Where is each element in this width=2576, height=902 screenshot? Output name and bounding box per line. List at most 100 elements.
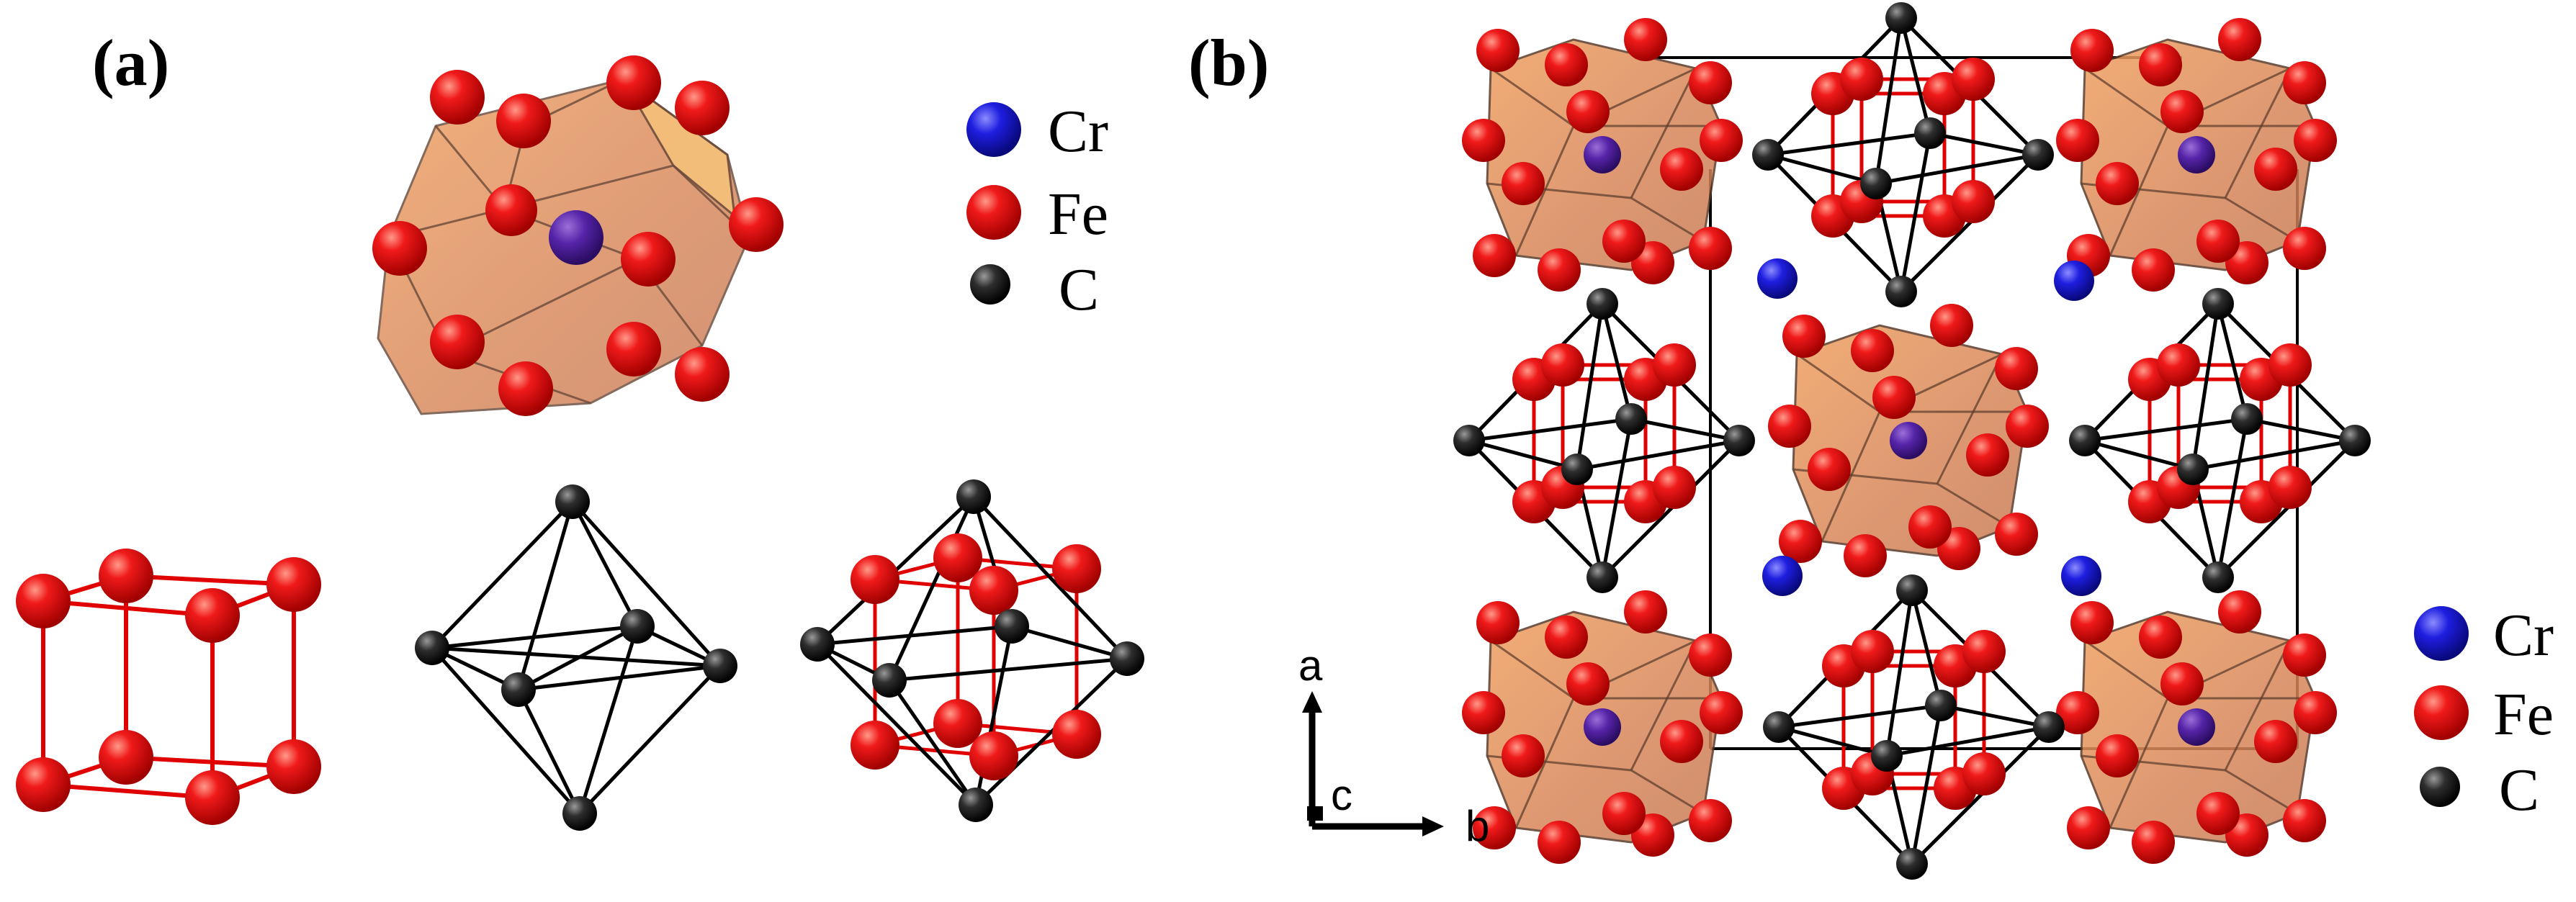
fe-atom: [2160, 90, 2204, 133]
fe-atom: [2268, 466, 2312, 509]
fe-atom: [2283, 799, 2326, 842]
polyhedron-edge: [2109, 698, 2169, 829]
c-atom: [1896, 574, 1928, 606]
fe-atom: [2218, 590, 2261, 633]
axis-indicator: a c b: [1298, 641, 1489, 850]
legend-a-cr-swatch: [966, 102, 1021, 157]
c-atom: [1561, 454, 1593, 485]
c-bond: [2217, 439, 2356, 579]
c-bond: [1910, 590, 1943, 706]
fe-atom: [1566, 662, 1610, 705]
panel-a: (a): [16, 26, 1144, 831]
fe-atom: [1476, 29, 1520, 72]
c-bond: [1767, 131, 2039, 186]
panel-b: (b) a c b: [1188, 2, 2554, 880]
cr-atom: [1890, 422, 1927, 459]
cr-cuboctahedron: [372, 55, 784, 416]
polyhedron-edge: [1514, 698, 1575, 829]
c-atom: [1615, 403, 1647, 435]
legend-a: Cr Fe C: [966, 98, 1108, 323]
c-octahedron: [415, 484, 737, 831]
fe-atom: [1689, 227, 1732, 270]
c-bond: [1911, 726, 2050, 865]
cr-atom: [2178, 708, 2215, 746]
polyhedron-edge: [1796, 353, 1880, 413]
fe-atom: [1768, 405, 1811, 448]
c-atom: [2069, 425, 2101, 456]
polyhedron-edge: [2225, 769, 2298, 815]
fe-atom: [2254, 148, 2297, 191]
c-atom: [2177, 454, 2209, 485]
c-atom: [2022, 139, 2054, 171]
c-atom: [2231, 403, 2263, 435]
axis-c-label: c: [1331, 771, 1352, 819]
c-bond: [2084, 417, 2356, 472]
legend-b-cr-label: Cr: [2493, 602, 2554, 669]
legend-b-fe-swatch: [2414, 685, 2469, 740]
c-atom: [1860, 168, 1892, 199]
polyhedron-edge: [2225, 197, 2298, 243]
c-bond: [1899, 132, 1932, 292]
fe-atom: [2006, 405, 2049, 448]
fe-atom: [1952, 58, 1995, 101]
fe-atom: [1700, 691, 1743, 734]
c-bond: [2216, 303, 2249, 420]
fe-atom: [2283, 61, 2326, 104]
cuboctahedron-unit: [1768, 304, 2049, 577]
free-cr-atoms: [1757, 258, 2101, 596]
fe-atom: [1700, 119, 1743, 162]
c-bond: [1899, 17, 1932, 134]
fe-atom: [2294, 119, 2337, 162]
fe-atom: [1541, 343, 1584, 387]
legend-a-fe-label: Fe: [1048, 181, 1108, 248]
legend-a-cr-label: Cr: [1048, 98, 1108, 165]
fe-atom: [2160, 662, 2204, 705]
fe-atom: [2096, 734, 2139, 777]
fe-atom: [2196, 220, 2240, 263]
polyhedron-edge: [1937, 482, 2010, 528]
fe-atom: [1851, 630, 1894, 673]
fe-atom: [1538, 248, 1581, 292]
cuboctahedron-unit: [1462, 18, 1743, 292]
octahedron-unit: [1453, 288, 1755, 593]
c-bond: [1600, 303, 1633, 420]
fe-atom: [2218, 18, 2261, 61]
c-octahedra: [1453, 2, 2371, 880]
fe-atom: [1840, 58, 1883, 101]
fe-atom: [2294, 691, 2337, 734]
polyhedron-edge: [1514, 125, 1575, 256]
fe-atom: [1462, 119, 1505, 162]
cr-atom: [549, 210, 603, 265]
fe-atom: [1473, 806, 1516, 849]
fe-atom: [2157, 343, 2200, 387]
c-bond: [2216, 418, 2249, 578]
fe-atom: [1538, 821, 1581, 864]
polyhedron-edge: [1936, 353, 2003, 484]
fe-atom: [2254, 720, 2297, 763]
fe-atom: [1462, 691, 1505, 734]
fe-atom: [2070, 601, 2114, 644]
polyhedron-edge: [1630, 197, 1704, 243]
fe-atom: [2283, 633, 2326, 677]
polyhedron-edge: [1630, 769, 1704, 815]
legend-b-c-label: C: [2499, 757, 2539, 824]
c-bond: [1601, 439, 1741, 579]
fe-atom: [2056, 119, 2099, 162]
fe-atom: [1779, 520, 1822, 563]
fe-atom: [1962, 630, 2006, 673]
polyhedron-edge: [2084, 67, 2168, 127]
cr-atom: [2178, 136, 2215, 173]
fe-atom: [1660, 148, 1703, 191]
cuboctahedron-unit: [2056, 18, 2337, 292]
legend-a-fe-swatch: [966, 185, 1021, 240]
cr-atom: [1584, 708, 1621, 746]
fe-atom: [1962, 752, 2006, 795]
fe-cuboid: [16, 549, 321, 825]
c-atom: [1896, 848, 1928, 880]
legend-a-c-swatch: [970, 264, 1010, 305]
legend-b-cr-swatch: [2414, 606, 2469, 661]
c-atom: [1453, 425, 1485, 456]
c-bond: [1900, 153, 2039, 293]
fe-atom: [1473, 234, 1516, 277]
